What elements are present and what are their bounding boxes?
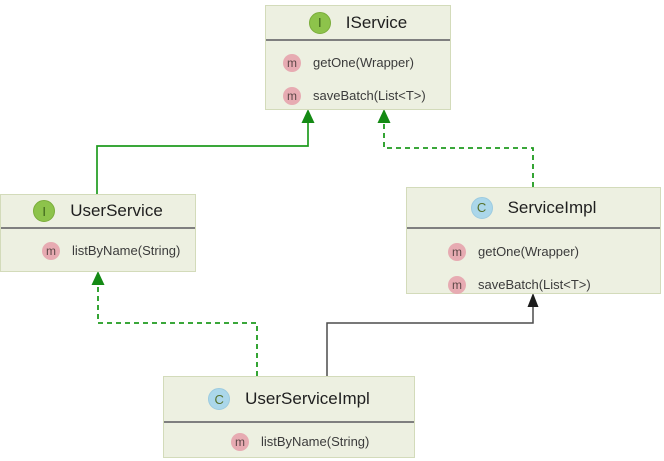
class-name: UserServiceImpl (245, 389, 370, 408)
methods-section: m listByName(String) (1, 229, 195, 267)
method-signature: getOne(Wrapper) (478, 244, 579, 259)
interface-icon: I (308, 11, 331, 34)
class-name: UserService (70, 201, 163, 220)
methods-section: m listByName(String) (164, 423, 414, 458)
method-icon: m (283, 53, 301, 72)
class-node-userserviceimpl[interactable]: C UserServiceImpl m listByName(String) (163, 376, 415, 458)
edge-userservice-extends-iservice (96, 109, 315, 194)
edge-userserviceimpl-extends-serviceimpl (326, 293, 539, 376)
method-icon: m (42, 241, 60, 260)
method-row[interactable]: m getOne(Wrapper) (407, 235, 660, 268)
method-row[interactable]: m listByName(String) (1, 234, 195, 267)
edge-serviceimpl-implements-iservice (377, 109, 534, 187)
methods-section: m getOne(Wrapper) m saveBatch(List<T>) (266, 41, 450, 112)
class-node-iservice[interactable]: I IService m getOne(Wrapper) m saveBatch… (265, 5, 451, 110)
method-row[interactable]: m listByName(String) (164, 425, 414, 458)
edge-userserviceimpl-implements-userservice (91, 271, 258, 376)
method-row[interactable]: m getOne(Wrapper) (266, 46, 450, 79)
method-signature: getOne(Wrapper) (313, 55, 414, 70)
class-icon: C (470, 196, 493, 219)
method-signature: saveBatch(List<T>) (313, 88, 426, 103)
method-icon: m (448, 242, 466, 261)
method-signature: saveBatch(List<T>) (478, 277, 591, 292)
method-icon: m (448, 275, 466, 294)
method-signature: listByName(String) (261, 434, 370, 449)
interface-icon: I (33, 200, 56, 222)
class-name: ServiceImpl (507, 197, 597, 217)
method-icon: m (283, 86, 301, 105)
node-header: I UserService (1, 195, 195, 229)
methods-section: m getOne(Wrapper) m saveBatch(List<T>) (407, 229, 660, 301)
method-signature: listByName(String) (72, 243, 181, 258)
arrowhead-triangle (91, 271, 105, 285)
node-header: I IService (266, 6, 450, 41)
node-header: C UserServiceImpl (164, 377, 414, 423)
class-name: IService (345, 12, 408, 32)
node-header: C ServiceImpl (407, 188, 660, 229)
class-icon: C (208, 388, 231, 410)
class-node-serviceimpl[interactable]: C ServiceImpl m getOne(Wrapper) m saveBa… (406, 187, 661, 294)
method-row[interactable]: m saveBatch(List<T>) (407, 268, 660, 301)
method-icon: m (231, 432, 249, 451)
method-row[interactable]: m saveBatch(List<T>) (266, 79, 450, 112)
class-node-userservice[interactable]: I UserService m listByName(String) (0, 194, 196, 272)
